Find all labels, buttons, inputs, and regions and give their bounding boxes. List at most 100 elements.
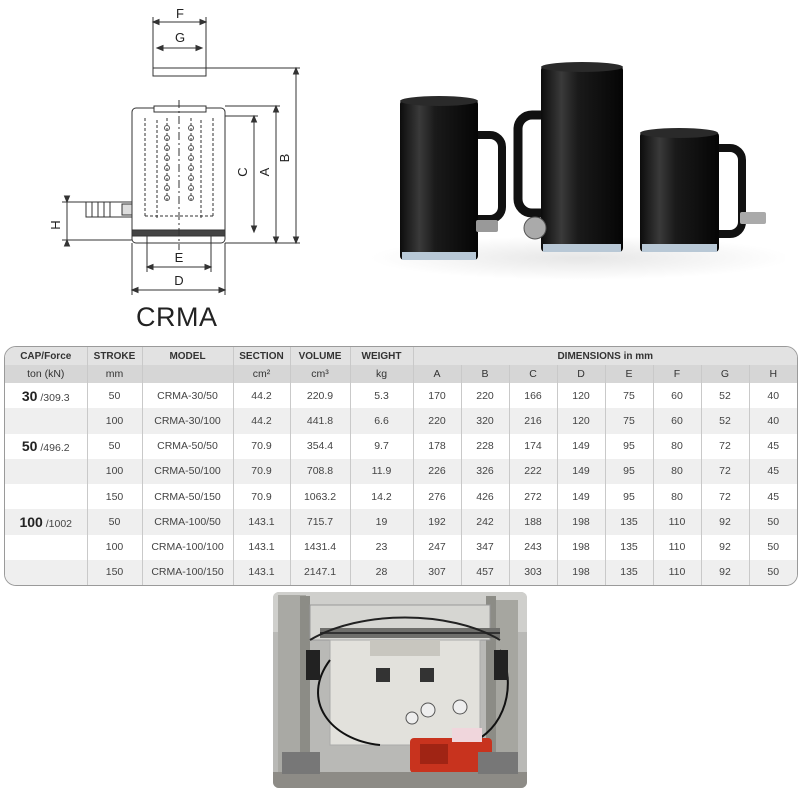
cell-volume: 441.8 [290,408,351,434]
cell-dim-h: 45 [767,440,780,453]
cell-section: 143.1 [233,559,291,585]
capacity-ton: 100 [19,513,43,530]
unit-stroke: mm [87,365,143,383]
dim-header-b: B [461,365,510,383]
cell-volume: 1063.2 [290,484,351,510]
cell-dim-c: 243 [509,534,558,560]
cell-section: 70.9 [233,458,291,484]
dim-header-g: G [701,365,750,383]
cell-section: 143.1 [233,534,291,560]
capacity-ton: 50 [21,438,38,455]
cell-dim-f: 80 [653,433,702,459]
cell-capacity [5,534,88,560]
dim-header-f: F [653,365,702,383]
capacity-ton: 30 [21,387,38,404]
dim-header-a: A [413,365,462,383]
col-header-cap: CAP/Force [5,347,88,365]
cell-dim-c: 222 [509,458,558,484]
cell-dim-g: 72 [701,484,750,510]
cell-stroke: 50 [87,433,143,459]
cell-dim-d: 198 [557,509,606,535]
dim-header-h: H [749,365,797,383]
cell-dim-a: 226 [413,458,462,484]
cell-dim-h: 40 [767,389,780,402]
cell-section: 70.9 [233,484,291,510]
cell-dim-b: 426 [461,484,510,510]
cell-weight: 23 [350,534,414,560]
cell-stroke: 50 [87,383,143,409]
cell-dim-f: 110 [653,559,702,585]
cell-stroke: 100 [87,534,143,560]
cell-dim-a: 178 [413,433,462,459]
cell-dim-a: 276 [413,484,462,510]
cell-dim-e: 135 [605,534,654,560]
cell-dim-d: 149 [557,458,606,484]
cell-volume: 1431.4 [290,534,351,560]
dim-label-h: H [48,220,63,229]
cell-dim-h: 50 [749,509,797,535]
cell-capacity: 50 /496.2 [5,433,88,459]
dim-header-e: E [605,365,654,383]
cell-dim-d: 120 [557,408,606,434]
unit-volume: cm³ [290,365,351,383]
cell-dim-c: 188 [509,509,558,535]
col-header-weight: WEIGHT [350,347,414,365]
cell-dim-e: 135 [605,559,654,585]
table-header-row: CAP/Force STROKE MODEL SECTION VOLUME WE… [5,347,797,365]
cell-model: CRMA-100/100 [142,534,234,560]
cell-weight: 9.7 [350,433,414,459]
cell-model: CRMA-50/150 [142,484,234,510]
cell-dim-g: 72 [701,433,750,459]
cell-capacity [5,408,88,434]
model-title: CRMA [136,302,218,332]
col-header-section: SECTION [233,347,291,365]
cell-dim-h: 45 [749,458,797,484]
cell-capacity: 100 /1002 [5,509,88,535]
cell-dim-g: 52 [701,408,750,434]
cell-dim-a: 247 [413,534,462,560]
cell-dim-e: 75 [605,383,654,409]
cell-dim-e: 75 [605,408,654,434]
cell-dim-e: 135 [605,509,654,535]
cell-dim-a: 220 [413,408,462,434]
cell-model: CRMA-100/150 [142,559,234,585]
cell-capacity [5,458,88,484]
cell-volume: 354.4 [290,433,351,459]
cell-dim-h: 45 [767,490,780,503]
cell-dim-f: 110 [653,534,702,560]
cell-dim-d: 198 [557,559,606,585]
cell-stroke: 150 [87,559,143,585]
cell-volume: 220.9 [290,383,351,409]
cell-capacity: 30 /309.3 [5,383,88,409]
capacity-kn: /309.3 [37,391,70,404]
press-application-photo [273,592,527,788]
cell-dim-f: 80 [653,484,702,510]
cell-weight: 11.9 [350,458,414,484]
cell-dim-f: 110 [653,509,702,535]
cell-dim-b: 228 [461,433,510,459]
col-header-stroke: STROKE [87,347,143,365]
cell-stroke: 50 [87,509,143,535]
cell-dim-f: 80 [653,458,702,484]
cell-dim-d: 149 [557,433,606,459]
cell-section: 70.9 [233,433,291,459]
unit-cap: ton (kN) [5,365,88,383]
cell-dim-c: 174 [509,433,558,459]
unit-weight: kg [350,365,414,383]
col-header-model: MODEL [142,347,234,365]
cell-dim-g: 52 [701,383,750,409]
cell-model: CRMA-30/100 [142,408,234,434]
cell-model: CRMA-30/50 [142,383,234,409]
cell-model: CRMA-100/50 [142,509,234,535]
cell-dim-d: 149 [557,484,606,510]
cell-model: CRMA-50/100 [142,458,234,484]
cell-dim-b: 220 [461,383,510,409]
dim-label-e: E [175,250,184,265]
cell-dim-c: 272 [509,484,558,510]
cell-dim-e: 95 [605,458,654,484]
cell-weight: 14.2 [350,484,414,510]
